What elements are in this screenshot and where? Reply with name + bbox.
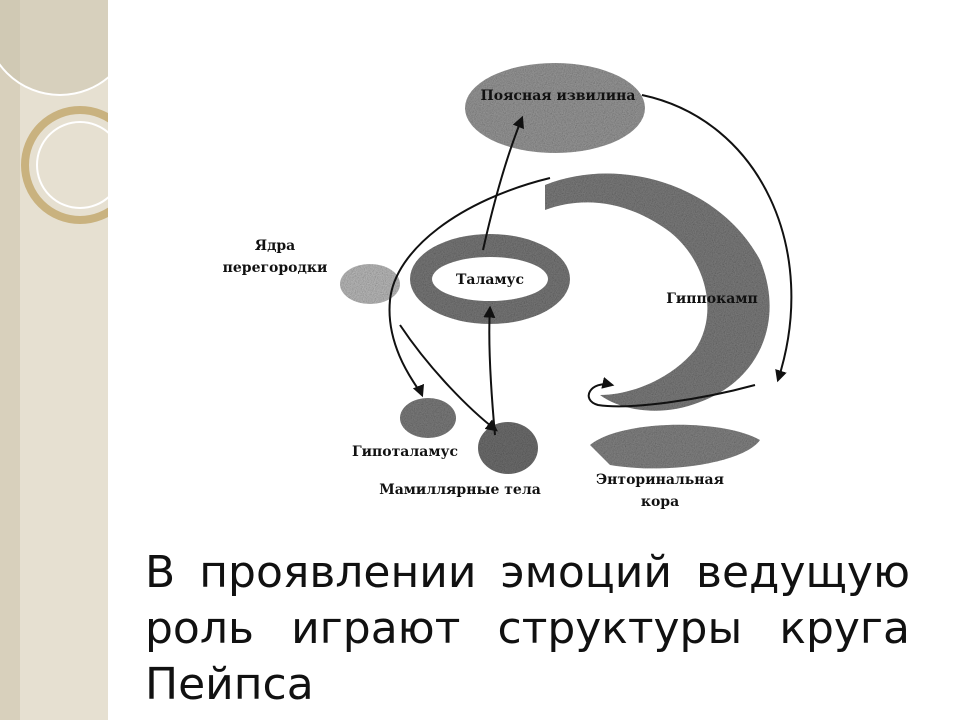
- side-decoration-panel: [0, 0, 108, 720]
- label-cingulate-gyrus: Поясная извилина: [481, 88, 636, 104]
- hippocampus-shape: [545, 173, 770, 411]
- label-thalamus: Таламус: [456, 272, 524, 288]
- mammillary-bodies-shape: [478, 422, 538, 474]
- hypothalamus-shape: [400, 398, 456, 438]
- cingulate-gyrus-shape: [465, 63, 645, 153]
- label-hypothalamus: Гипоталамус: [352, 444, 458, 460]
- label-entorhinal-line1: Энторинальная: [596, 472, 724, 488]
- side-circle-large: [0, 0, 108, 95]
- entorhinal-cortex-shape: [590, 424, 760, 469]
- side-ring-gold: [21, 106, 108, 224]
- arrow-cingulate-to-entorhinal: [641, 94, 793, 383]
- arrow-thalamus-to-cingulate: [482, 115, 524, 251]
- side-panel-stripe: [0, 0, 20, 720]
- side-ring-inner: [36, 121, 108, 209]
- arrow-fornix-to-mammillary: [399, 324, 498, 432]
- arrow-mammillary-to-thalamus: [483, 305, 496, 436]
- thalamus-inner: [432, 257, 548, 301]
- septal-nuclei-shape: [340, 264, 400, 304]
- arrow-entorhinal-to-hippocampus: [587, 377, 756, 408]
- label-entorhinal-line2: кора: [641, 494, 679, 510]
- slide-body-text: В проявлении эмоций ведущую роль играют …: [145, 547, 910, 710]
- label-hippocampus: Гиппокамп: [666, 291, 757, 307]
- arrow-hippocampus-to-hypothalamus: [388, 177, 551, 398]
- papez-circuit-diagram: Поясная извилина Ядра перегородки Таламу…: [223, 63, 793, 510]
- label-septal-nuclei-line1: Ядра: [255, 238, 296, 254]
- label-septal-nuclei-line2: перегородки: [223, 260, 328, 276]
- side-circle-outline: [0, 63, 108, 96]
- label-mammillary-bodies: Мамиллярные тела: [379, 482, 541, 498]
